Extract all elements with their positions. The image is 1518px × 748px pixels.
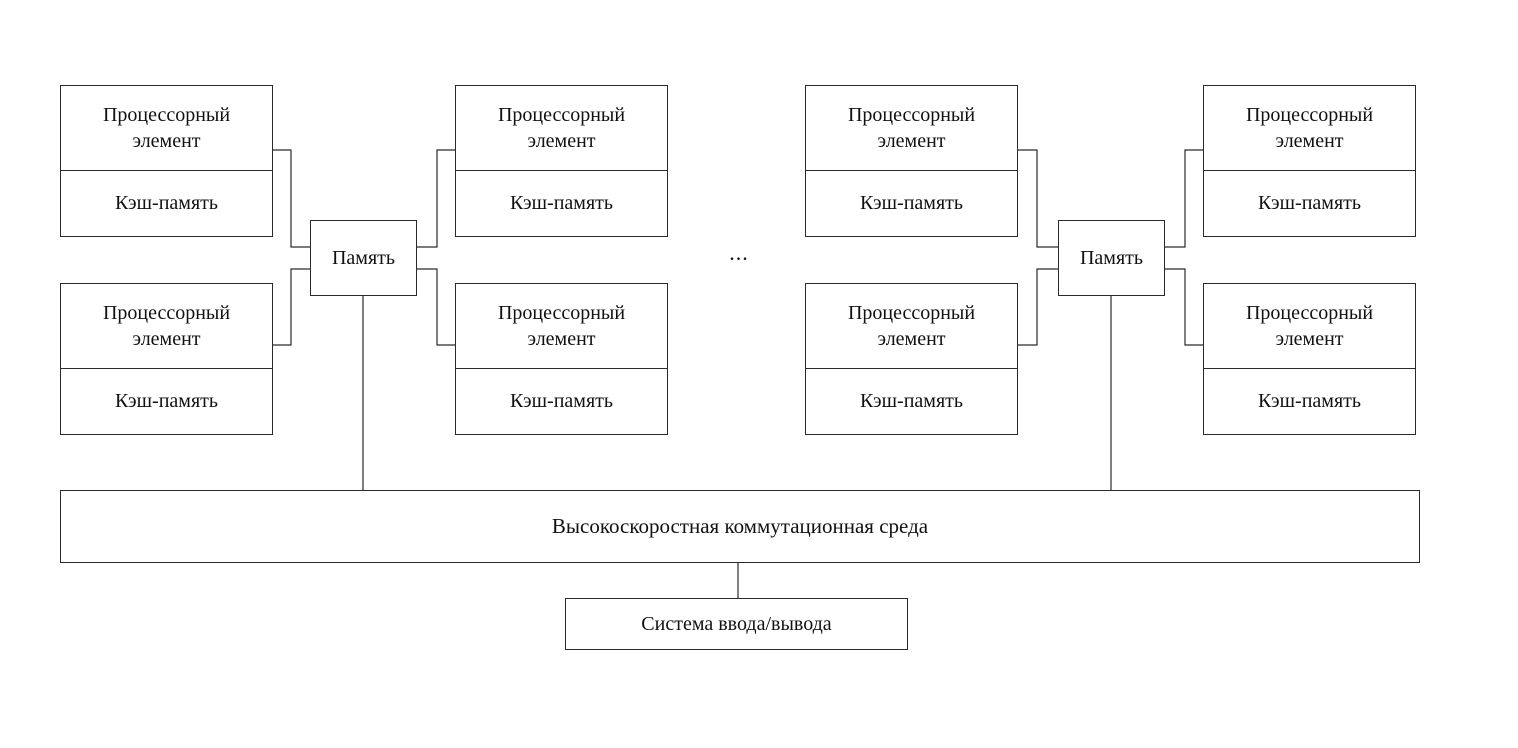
processor-element-box-3: Процессорный элемент Кэш-память — [60, 283, 273, 435]
switch-fabric-label: Высокоскоростная коммутационная среда — [551, 514, 929, 538]
processor-element-label: Процессорный элемент — [61, 86, 272, 171]
cache-memory-label: Кэш-память — [509, 390, 614, 412]
processor-element-box-5: Процессорный элемент Кэш-память — [805, 85, 1018, 237]
processor-element-box-1: Процессорный элемент Кэш-память — [60, 85, 273, 237]
memory-label: Память — [331, 246, 396, 269]
cache-memory-label: Кэш-память — [114, 192, 219, 214]
connector-pe4-memory — [417, 268, 455, 346]
processor-element-label: Процессорный элемент — [806, 86, 1017, 171]
connector-pe5-memory — [1018, 149, 1058, 248]
connector-pe3-memory — [273, 268, 310, 346]
processor-element-box-6: Процессорный элемент Кэш-память — [1203, 85, 1416, 237]
connector-pe8-memory — [1165, 268, 1203, 346]
cache-memory-label: Кэш-память — [859, 390, 964, 412]
processor-element-label: Процессорный элемент — [1204, 86, 1415, 171]
cache-memory-label: Кэш-память — [859, 192, 964, 214]
more-clusters-ellipsis: ... — [729, 240, 749, 265]
cache-memory-label: Кэш-память — [1257, 192, 1362, 214]
processor-element-box-2: Процессорный элемент Кэш-память — [455, 85, 668, 237]
processor-element-box-7: Процессорный элемент Кэш-память — [805, 283, 1018, 435]
switch-fabric-box: Высокоскоростная коммутационная среда — [60, 490, 1420, 563]
connector-pe1-memory — [273, 149, 310, 248]
cache-memory-label: Кэш-память — [114, 390, 219, 412]
processor-element-label: Процессорный элемент — [456, 284, 667, 369]
processor-element-label: Процессорный элемент — [61, 284, 272, 369]
io-system-label: Система ввода/вывода — [641, 612, 832, 635]
processor-element-label: Процессорный элемент — [1204, 284, 1415, 369]
connector-pe7-memory — [1018, 268, 1058, 346]
connector-pe2-memory — [417, 149, 455, 248]
memory-box-2: Память — [1058, 220, 1165, 296]
memory-box-1: Память — [310, 220, 417, 296]
memory-label: Память — [1079, 246, 1144, 269]
processor-element-label: Процессорный элемент — [806, 284, 1017, 369]
cache-memory-label: Кэш-память — [509, 192, 614, 214]
cache-memory-label: Кэш-память — [1257, 390, 1362, 412]
connector-pe6-memory — [1165, 149, 1203, 248]
processor-element-box-8: Процессорный элемент Кэш-память — [1203, 283, 1416, 435]
processor-element-label: Процессорный элемент — [456, 86, 667, 171]
io-system-box: Система ввода/вывода — [565, 598, 908, 650]
processor-element-box-4: Процессорный элемент Кэш-память — [455, 283, 668, 435]
